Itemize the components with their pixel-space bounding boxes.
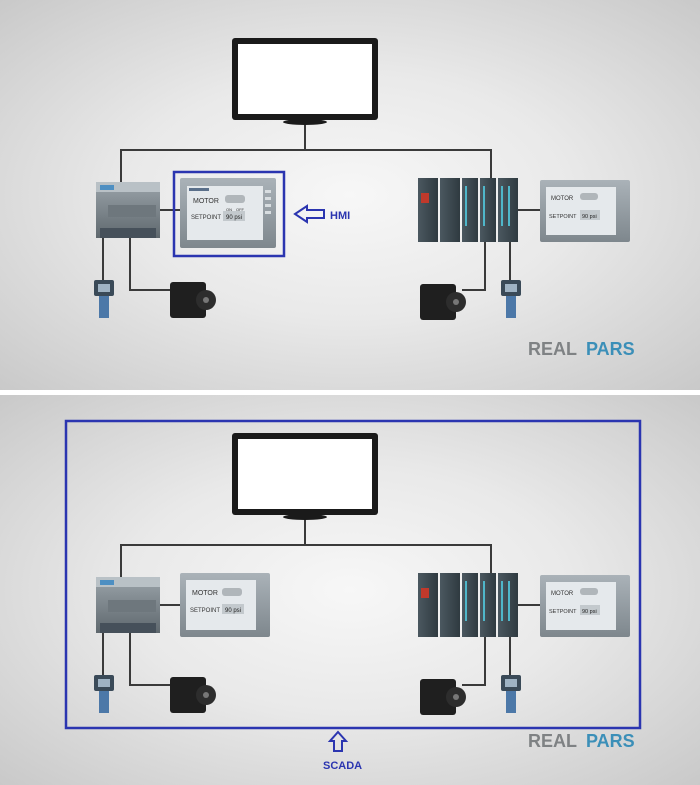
scada-callout-arrow: [327, 730, 349, 752]
hmi-off-label: OFF: [236, 207, 245, 212]
hmi-right-setpoint-label: SETPOINT: [549, 609, 577, 615]
diagram-canvas-hmi: MOTOR ON OFF SETPOINT 90 psi HMI: [94, 38, 635, 359]
realpars-logo: REAL PARS: [528, 339, 635, 359]
scada-monitor: [232, 433, 378, 520]
network-wiring: [102, 120, 540, 291]
compact-plc: [96, 182, 160, 238]
network-wiring: [102, 515, 540, 686]
diagram-canvas-scada: MOTOR SETPOINT 90 psi MOTOR SETPOINT: [64, 419, 642, 772]
hmi-panel-right: MOTOR SETPOINT 90 psi: [540, 180, 630, 242]
servo-motor-right: [420, 679, 466, 715]
scada-callout-label: SCADA: [323, 760, 362, 772]
scada-highlight-box: [64, 419, 642, 730]
realpars-logo: REAL PARS: [528, 731, 635, 751]
hmi-right-setpoint-label: SETPOINT: [549, 214, 577, 220]
hmi-setpoint-value: 90 psi: [225, 608, 241, 614]
scada-monitor: [232, 38, 378, 125]
hmi-panel-right: MOTOR SETPOINT 90 psi: [540, 575, 630, 637]
hmi-setpoint-label: SETPOINT: [191, 215, 221, 221]
hmi-panel-left: MOTOR SETPOINT 90 psi: [180, 573, 270, 637]
hmi-setpoint-label: SETPOINT: [190, 608, 220, 614]
compact-plc: [96, 577, 160, 633]
servo-motor-right: [420, 284, 466, 320]
hmi-right-motor-label: MOTOR: [551, 196, 574, 202]
svg-text:PARS: PARS: [586, 339, 635, 359]
hmi-callout-arrow: [293, 204, 325, 224]
pressure-transmitter-right: [501, 675, 521, 713]
panel-separator: [0, 390, 700, 395]
hmi-motor-label: MOTOR: [193, 198, 219, 205]
svg-text:REAL: REAL: [528, 731, 577, 751]
hmi-panel-left: MOTOR ON OFF SETPOINT 90 psi: [180, 178, 276, 248]
hmi-highlight-box: [172, 170, 286, 258]
hmi-right-setpoint-value: 90 psi: [582, 609, 597, 615]
rack-plc: [418, 178, 518, 242]
hmi-motor-label: MOTOR: [192, 590, 218, 597]
servo-motor-left: [170, 282, 216, 318]
diagram-panel-hmi: MOTOR ON OFF SETPOINT 90 psi HMI: [0, 0, 700, 390]
pressure-transmitter-right: [501, 280, 521, 318]
hmi-setpoint-value: 90 psi: [226, 215, 242, 221]
hmi-right-motor-label: MOTOR: [551, 591, 574, 597]
pressure-transmitter-left: [94, 675, 114, 713]
svg-text:PARS: PARS: [586, 731, 635, 751]
svg-text:REAL: REAL: [528, 339, 577, 359]
hmi-right-setpoint-value: 90 psi: [582, 214, 597, 220]
hmi-on-label: ON: [226, 207, 232, 212]
rack-plc: [418, 573, 518, 637]
pressure-transmitter-left: [94, 280, 114, 318]
diagram-panel-scada: MOTOR SETPOINT 90 psi MOTOR SETPOINT: [0, 395, 700, 785]
servo-motor-left: [170, 677, 216, 713]
hmi-callout-label: HMI: [330, 210, 350, 222]
